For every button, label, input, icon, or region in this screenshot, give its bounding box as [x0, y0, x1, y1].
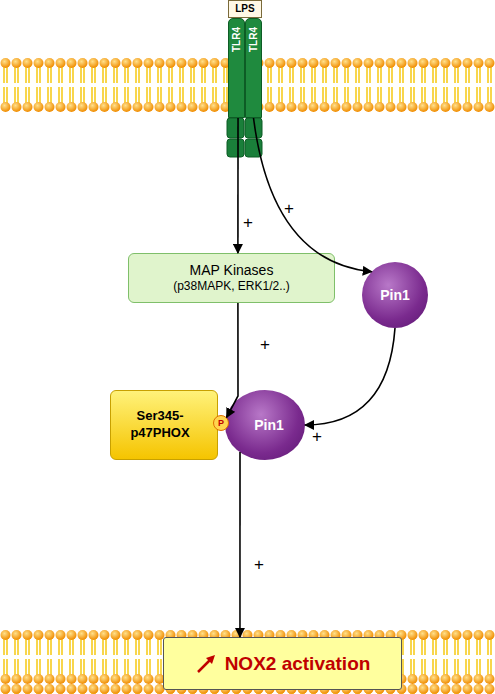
edge-sign: +: [260, 336, 270, 353]
node-text: (p38MAPK, ERK1/2..): [173, 279, 290, 293]
node-text: MAP Kinases: [190, 262, 274, 279]
activation-arrow: [305, 328, 395, 425]
edge-sign: +: [284, 200, 294, 217]
node-text: LPS: [235, 4, 254, 14]
receptor-label: TLR4: [232, 27, 242, 52]
edge-sign: +: [312, 428, 322, 445]
edge-sign: +: [254, 556, 264, 573]
activation-arrow: [237, 118, 239, 253]
receptor-label: TLR4: [249, 27, 259, 52]
pin1-circle: Pin1: [362, 262, 428, 328]
tlr4-lower-domains: [227, 118, 262, 157]
protein-box: Ser345- p47PHOX: [110, 390, 218, 460]
phosphate-circle: P: [213, 415, 229, 431]
increase-arrow: [195, 653, 217, 675]
receptor-bar: TLR4: [228, 18, 245, 118]
nox2-box: NOX2 activation: [163, 637, 402, 690]
kinase-box: MAP Kinases(p38MAPK, ERK1/2..): [128, 253, 335, 303]
activation-arrow: [227, 303, 238, 417]
node-text: Pin1: [254, 418, 284, 432]
node-text: P: [218, 419, 224, 428]
edge-sign: +: [243, 214, 253, 231]
node-text: Ser345- p47PHOX: [117, 408, 203, 442]
pin1-circle: Pin1: [225, 390, 305, 460]
receptor-bar: TLR4: [245, 18, 262, 118]
activation-arrow: [254, 118, 372, 272]
node-text: Pin1: [380, 288, 410, 302]
ligand-box: LPS: [228, 0, 262, 18]
node-text: NOX2 activation: [225, 654, 371, 673]
activation-arrow: [239, 452, 241, 637]
bottom-membrane: [0, 630, 495, 694]
